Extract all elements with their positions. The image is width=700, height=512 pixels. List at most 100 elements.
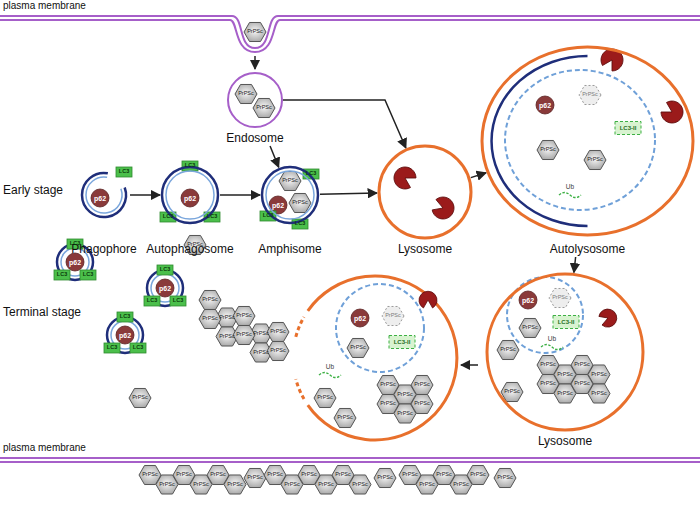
- ghost-icon: [549, 288, 571, 307]
- prion-label: PrPSc: [253, 350, 269, 356]
- prion-label: PrPSc: [142, 472, 158, 478]
- prion-label: PrPSc: [238, 91, 254, 97]
- degraded-prion-label: PrPSc: [385, 313, 401, 319]
- lc3ii-icon: [553, 316, 579, 329]
- prion-label: PrPSc: [270, 329, 286, 335]
- autolysosome-shape-node: Autolysosome: [480, 45, 695, 257]
- hex-icon: [347, 338, 369, 357]
- hex-icon: [411, 394, 433, 413]
- prion-label: PrPSc: [402, 472, 418, 478]
- hex-icon: [244, 22, 266, 41]
- prion-label: PrPSc: [380, 382, 396, 388]
- p62-label: p62: [184, 195, 196, 202]
- prion-label: PrPSc: [414, 382, 430, 388]
- ruptured-lysosome: [296, 276, 457, 440]
- p62-icon: [156, 279, 174, 297]
- lc3-label: LC3: [163, 214, 173, 220]
- lc3-ii-label: LC3-II: [558, 319, 575, 325]
- prion-label: PrPSc: [540, 147, 556, 153]
- hex-icon: [519, 318, 541, 337]
- hex-icon: [199, 309, 221, 328]
- prion-label: PrPSc: [436, 472, 452, 478]
- lc3-icon: [292, 219, 308, 229]
- lc3-label: LC3: [306, 171, 316, 177]
- degraded-prion-label: PrPSc: [552, 295, 568, 301]
- lc3-icon: [116, 167, 132, 177]
- prion-label: PrPSc: [591, 391, 607, 397]
- ub-icon: [319, 373, 341, 378]
- flow-arrow: [130, 194, 160, 196]
- hex-icon: [233, 325, 255, 344]
- hex-icon: [224, 475, 246, 494]
- ub-icon: [541, 345, 563, 350]
- prion-label: PrPSc: [591, 372, 607, 378]
- membrane-line: [0, 457, 700, 459]
- prion-label: PrPSc: [202, 316, 218, 322]
- hex-icon: [279, 171, 301, 190]
- p62-icon: [91, 189, 109, 207]
- hex-icon: [494, 468, 516, 487]
- prion-label: PrPSc: [267, 472, 283, 478]
- hex-icon: [467, 465, 489, 484]
- autolysosome-shape: [480, 45, 695, 237]
- prion-label: PrPSc: [377, 475, 393, 481]
- lysosome-membrane: [379, 146, 471, 238]
- flow-arrow: [270, 146, 279, 167]
- prion-label: PrPSc: [187, 242, 203, 248]
- lc3-label: LC3: [70, 241, 80, 247]
- ghost-icon: [579, 85, 601, 104]
- p62-label: p62: [522, 297, 534, 304]
- lc3-icon: [80, 270, 96, 280]
- hex-icon: [537, 140, 559, 159]
- lc3-icon: [130, 343, 146, 353]
- lc3-icon: [54, 270, 70, 280]
- prion-label: PrPSc: [557, 391, 573, 397]
- lc3-icon: [170, 296, 186, 306]
- prion-label: PrPSc: [540, 381, 556, 387]
- lc3-label: LC3: [173, 298, 183, 304]
- enzyme: [390, 163, 419, 192]
- prion-label: PrPSc: [380, 401, 396, 407]
- endosome-circle: [227, 72, 283, 128]
- ub-icon: [559, 193, 581, 198]
- hex-icon: [411, 375, 433, 394]
- lc3-ii-label: LC3-II: [620, 125, 637, 131]
- prion-label: PrPSc: [397, 392, 413, 398]
- flow-arrow: [283, 100, 406, 148]
- lc3-label: LC3: [185, 163, 195, 169]
- hex-icon: [267, 322, 289, 341]
- stage-label: plasma membrane: [3, 443, 86, 453]
- prion-label: PrPSc: [247, 29, 263, 35]
- lc3-label: LC3: [119, 169, 129, 175]
- ubiquitin-label: Ub: [548, 336, 556, 343]
- p62-label: p62: [94, 195, 106, 202]
- rupture-arrow: [461, 364, 478, 366]
- p62-label: p62: [272, 202, 284, 209]
- prion-label: PrPSc: [247, 475, 263, 481]
- hex-icon: [233, 306, 255, 325]
- plasma-membrane: [0, 16, 700, 462]
- prion-label: PrPSc: [522, 325, 538, 331]
- p62-label: p62: [354, 315, 366, 322]
- prion-label: PrPSc: [236, 332, 252, 338]
- hex-icon: [349, 475, 371, 494]
- lysosome-membrane: [308, 276, 457, 440]
- lc3-label: LC3: [160, 267, 170, 273]
- structure-name: Amphisome: [258, 242, 321, 257]
- stage-label: plasma membrane: [3, 1, 86, 11]
- hex-icon: [250, 324, 272, 343]
- prion-label: PrPSc: [132, 395, 148, 401]
- hex-icon: [334, 408, 356, 427]
- lysosomal-enzymes: [390, 45, 687, 329]
- outer-membrane: [262, 167, 318, 223]
- prion-label: PrPSc: [210, 472, 226, 478]
- prion-label: PrPSc: [352, 482, 368, 488]
- lysosome-circle-node: Lysosome: [377, 144, 473, 257]
- broken-membrane: [296, 317, 304, 337]
- flow-arrow: [471, 173, 486, 178]
- structure-name: Autolysosome: [550, 242, 625, 257]
- phagophore-membrane: [86, 177, 122, 213]
- prion-label: PrPSc: [557, 372, 573, 378]
- enzyme: [430, 194, 457, 222]
